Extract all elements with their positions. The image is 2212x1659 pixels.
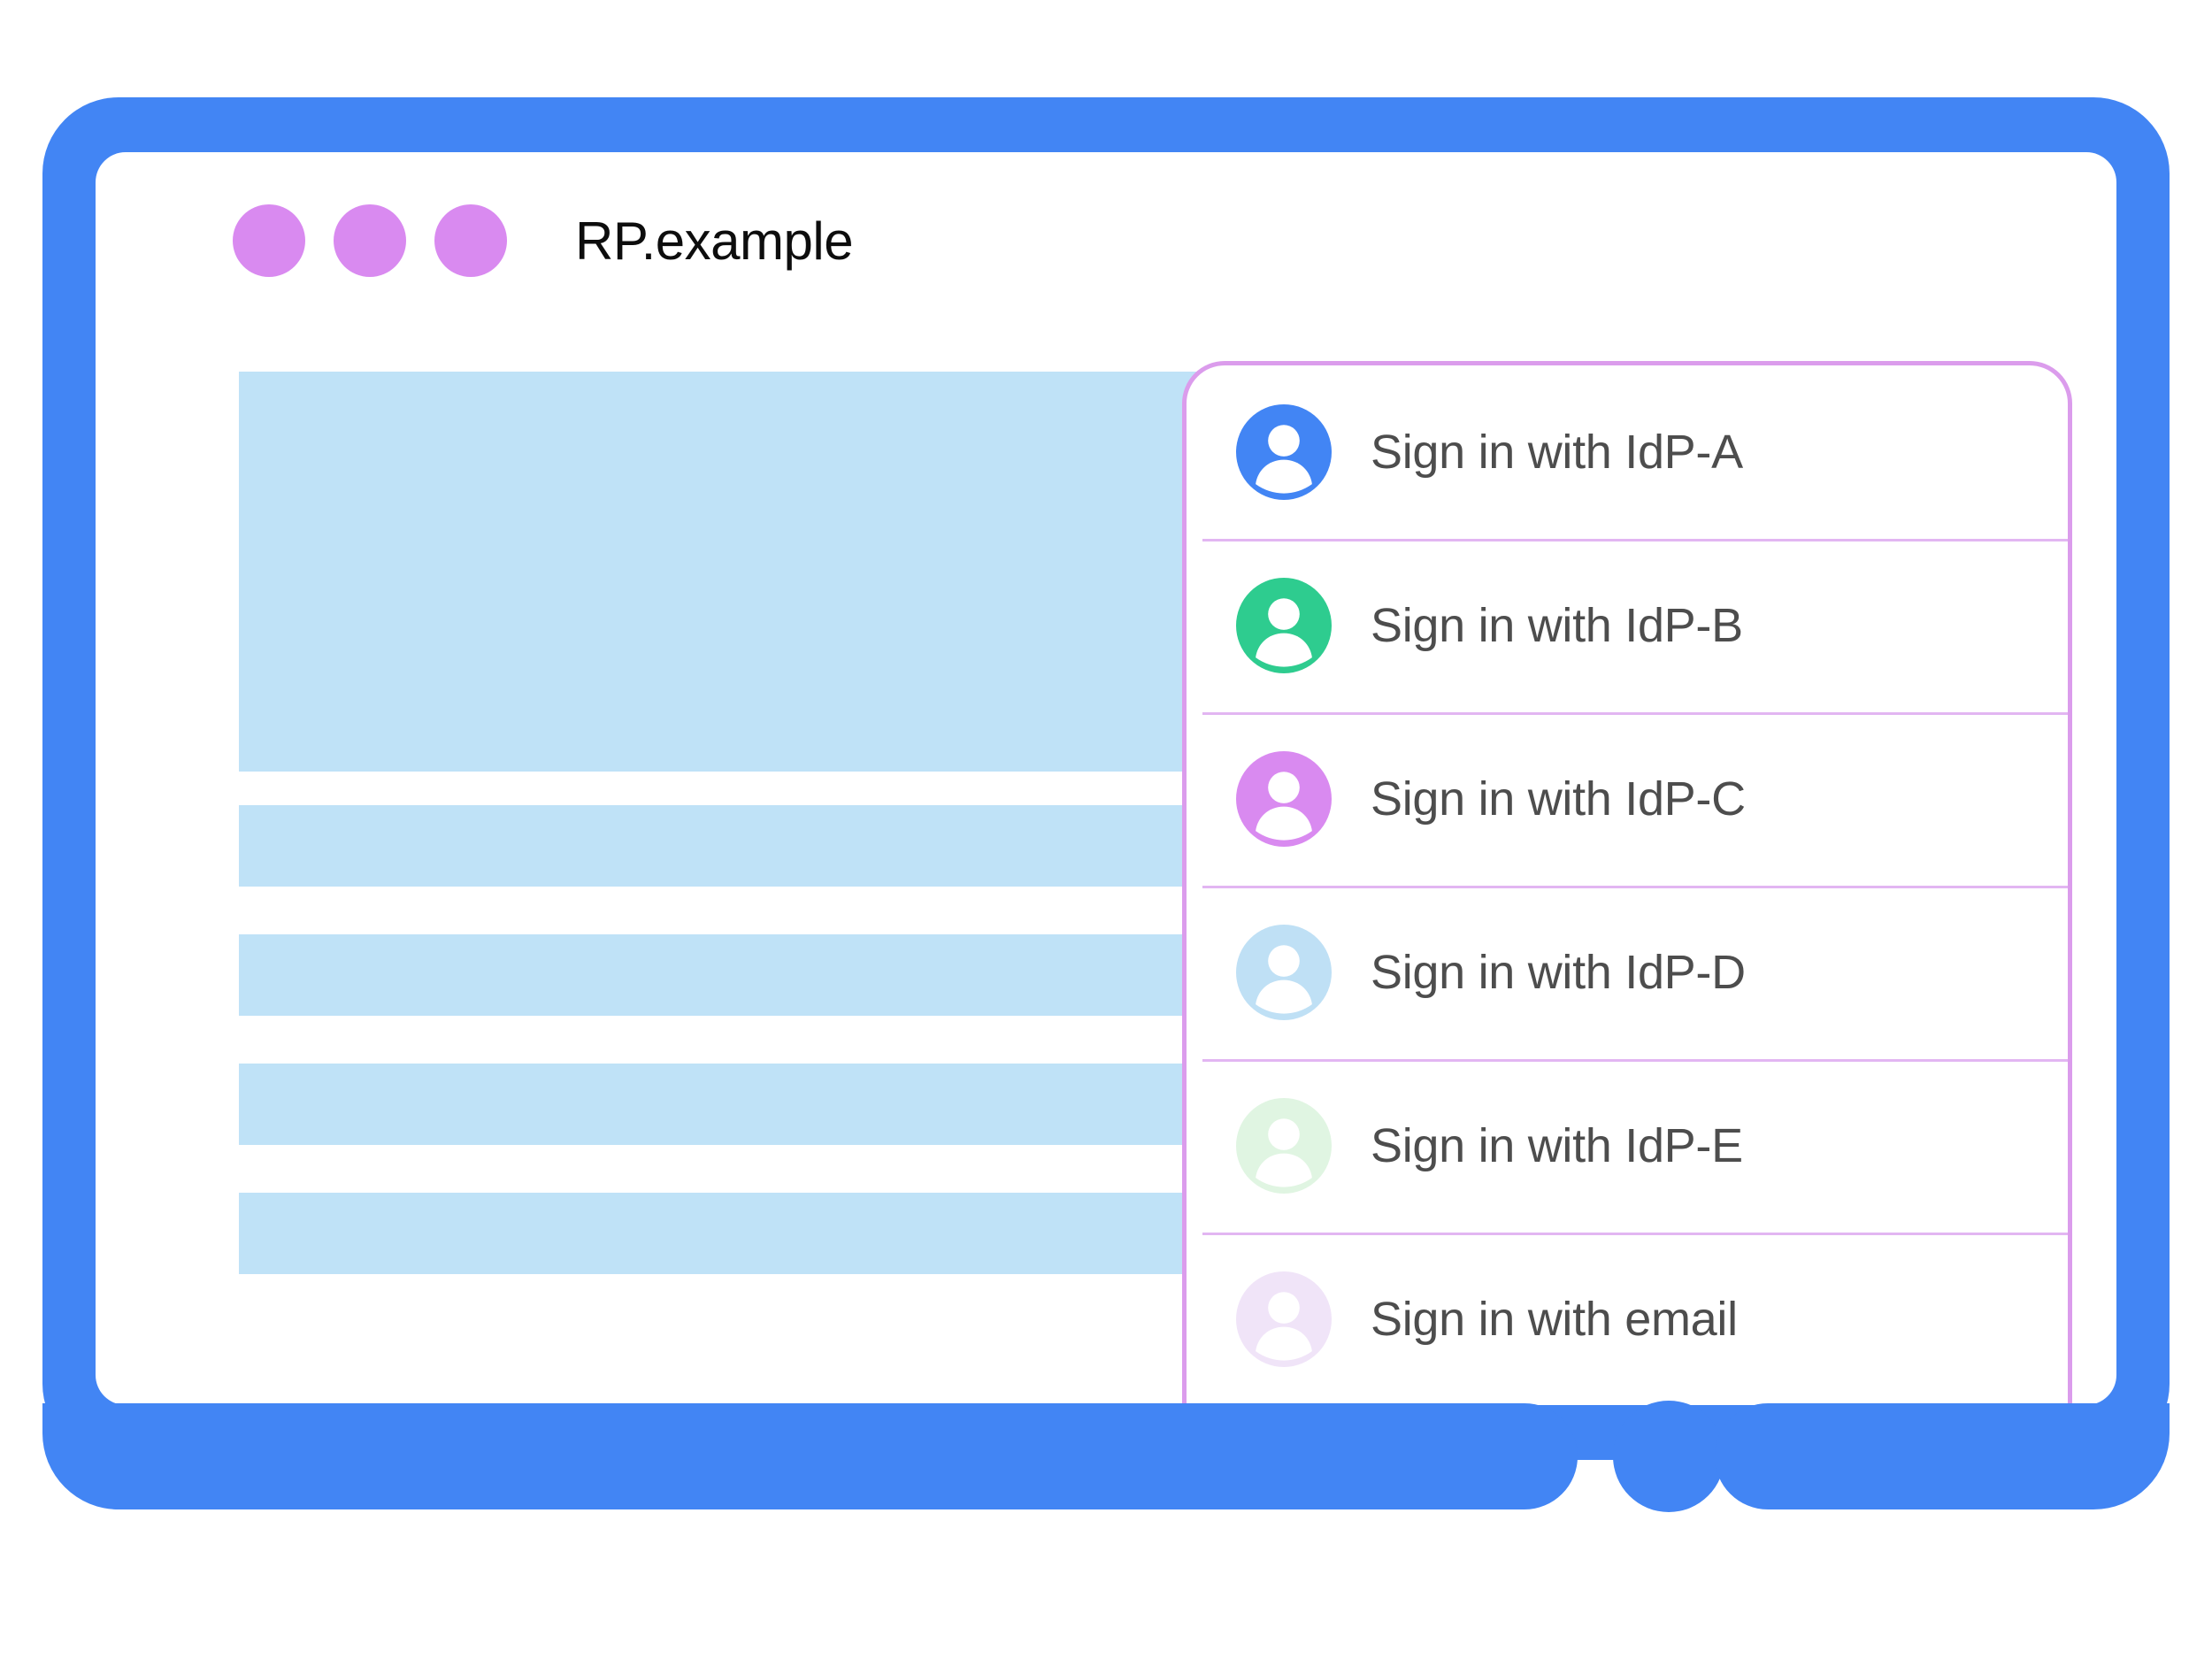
- text-line-placeholder-3: [239, 1064, 1249, 1145]
- account-avatar-icon: [1236, 1098, 1332, 1194]
- signin-option-label: Sign in with IdP-E: [1371, 1119, 1743, 1172]
- signin-option-label: Sign in with IdP-B: [1371, 599, 1743, 652]
- signin-option-row[interactable]: Sign in with IdP-B: [1187, 539, 2068, 712]
- signin-option-label: Sign in with email: [1371, 1293, 1738, 1346]
- window-dot-3[interactable]: [434, 204, 507, 277]
- page-content: [239, 372, 1249, 1274]
- signin-option-label: Sign in with IdP-C: [1371, 772, 1746, 826]
- browser-titlebar: RP.example: [96, 152, 2116, 329]
- signin-provider-card: Sign in with IdP-A Sign in with IdP-B Sign…: [1182, 361, 2072, 1405]
- window-dot-2[interactable]: [334, 204, 406, 277]
- device-bezel-bottom-right: [1715, 1403, 2170, 1509]
- text-line-placeholder-2: [239, 934, 1249, 1016]
- signin-option-row[interactable]: Sign in with email: [1187, 1233, 2068, 1405]
- page-title: RP.example: [575, 211, 854, 271]
- home-button[interactable]: [1613, 1401, 1724, 1512]
- signin-option-label: Sign in with IdP-A: [1371, 426, 1743, 479]
- text-line-placeholder-1: [239, 805, 1249, 887]
- device-bezel-bottom-left: [42, 1403, 1578, 1509]
- account-avatar-icon: [1236, 925, 1332, 1020]
- text-line-placeholder-4: [239, 1193, 1249, 1274]
- hero-placeholder: [239, 372, 1249, 772]
- signin-option-row[interactable]: Sign in with IdP-D: [1187, 886, 2068, 1059]
- signin-option-row[interactable]: Sign in with IdP-C: [1187, 712, 2068, 886]
- account-avatar-icon: [1236, 404, 1332, 500]
- account-avatar-icon: [1236, 1271, 1332, 1367]
- account-avatar-icon: [1236, 578, 1332, 673]
- signin-option-row[interactable]: Sign in with IdP-A: [1187, 365, 2068, 539]
- signin-option-label: Sign in with IdP-D: [1371, 946, 1746, 999]
- account-avatar-icon: [1236, 751, 1332, 847]
- signin-option-row[interactable]: Sign in with IdP-E: [1187, 1059, 2068, 1233]
- window-dot-1[interactable]: [233, 204, 305, 277]
